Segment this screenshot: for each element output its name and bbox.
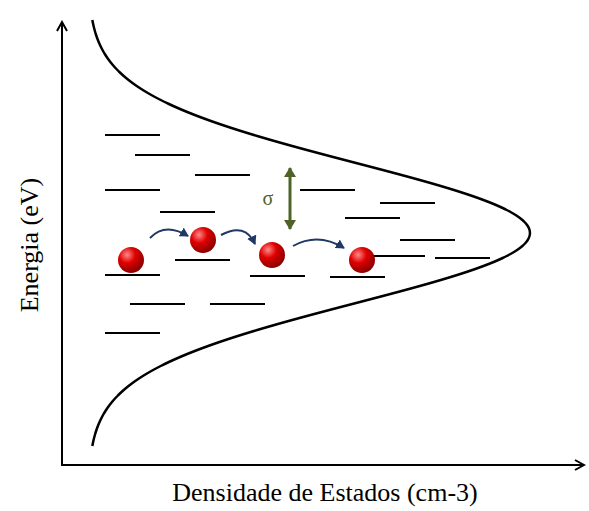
axis-title: Energia (eV) (17, 178, 43, 313)
hop-arrow (150, 229, 188, 238)
gaussian-curve (92, 20, 530, 446)
charge-carriers (118, 227, 375, 273)
energy-level (300, 189, 355, 191)
energy-level (105, 189, 160, 191)
charge-carrier (349, 247, 375, 273)
y-axis (61, 22, 63, 466)
hop-arrow (293, 239, 344, 248)
charge-carrier (259, 242, 285, 268)
energy-level (435, 257, 490, 259)
energy-level (380, 202, 435, 204)
energy-level (345, 217, 400, 219)
energy-level (210, 303, 265, 305)
energy-level (175, 259, 230, 261)
energy-level (370, 255, 425, 257)
charge-carrier (190, 227, 216, 253)
energy-level (135, 154, 190, 156)
energy-level (195, 174, 250, 176)
axis-title: Densidade de Estados (cm-3) (172, 480, 477, 506)
energy-level (330, 276, 385, 278)
energy-level (105, 274, 160, 276)
sigma-arrow (289, 168, 292, 229)
energy-level (130, 303, 185, 305)
hopping-arrows (150, 229, 344, 248)
energy-levels (105, 135, 490, 333)
x-axis (61, 464, 584, 466)
energy-level (160, 211, 215, 213)
charge-carrier (118, 247, 144, 273)
energy-level (105, 134, 160, 136)
energy-level (105, 332, 160, 334)
sigma-label: σ (263, 188, 274, 208)
hop-arrow (221, 230, 255, 244)
energy-level (250, 275, 305, 277)
energy-level (400, 239, 455, 241)
